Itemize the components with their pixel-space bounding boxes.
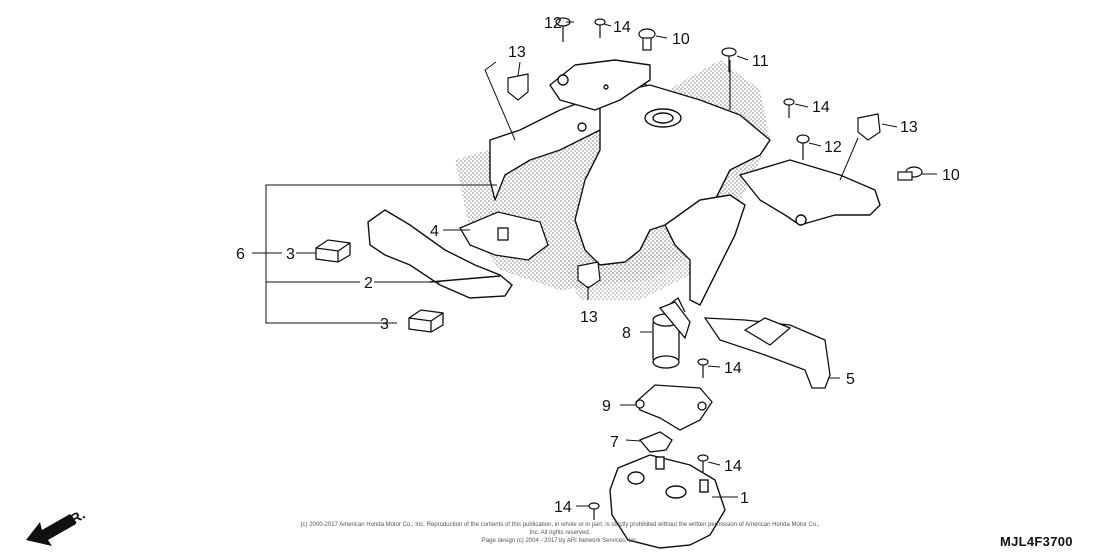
screw-12-right [796,134,810,160]
bolt-10-right [897,166,923,181]
callout-9: 9 [602,398,611,415]
screw-14-lower-right [697,454,709,472]
callout-1: 1 [740,490,749,507]
copyright-notice: (c) 2000-2017 American Honda Motor Co., … [300,521,820,545]
callout-12-right: 12 [824,139,842,156]
lower-cover-part [609,454,726,549]
callout-13-lower: 13 [580,309,598,326]
copyright-line-1: (c) 2000-2017 American Honda Motor Co., … [300,522,820,536]
callout-8: 8 [622,325,631,342]
callout-13-right: 13 [900,119,918,136]
callout-14-top: 14 [613,19,631,36]
front-arrow-icon [26,514,76,546]
callout-4: 4 [430,223,439,240]
tray-part [459,211,549,261]
cushion-pad-upper [315,239,351,263]
callout-3-lower: 3 [380,316,389,333]
clip-part [638,431,673,453]
callout-5: 5 [846,371,855,388]
diagram-reference-code: MJL4F3700 [1000,534,1073,549]
callout-10-top: 10 [672,31,690,48]
screw-14-key [697,358,709,378]
copyright-line-2: Page design (c) 2004 - 2017 by ARI Netwo… [481,538,639,544]
screw-14-lower-left [588,502,600,520]
cushion-pad-lower [408,309,444,333]
callout-12-top: 12 [544,15,562,32]
rubber-strip-part [367,209,513,299]
screw-14-top [594,18,606,38]
callout-14-lower-right: 14 [724,458,742,475]
callout-labels: 12 14 10 11 13 14 13 12 10 6 3 4 2 3 13 … [236,15,960,516]
callout-6: 6 [236,246,245,263]
clip-13-lower [577,261,601,289]
key-cylinder-part [652,297,691,369]
callout-3-upper: 3 [286,246,295,263]
clip-13-left [507,73,529,101]
callout-13-left: 13 [508,44,526,61]
clip-13-right [857,113,881,141]
screw-14-right [783,98,795,118]
leader-lines [252,21,937,507]
callout-14-right: 14 [812,99,830,116]
callout-14-key: 14 [724,360,742,377]
bolt-11 [721,47,737,72]
callout-11: 11 [752,53,769,70]
callout-10-right: 10 [942,167,960,184]
lower-bracket-part [703,317,831,389]
fasteners [507,17,923,520]
bolt-10-top [638,28,656,51]
callout-14-lower-left: 14 [554,499,572,516]
key-bracket-part [635,384,713,431]
inner-cover-part [489,59,881,306]
callout-7: 7 [610,434,619,451]
screw-12-top [555,17,571,42]
callout-2: 2 [364,275,373,292]
